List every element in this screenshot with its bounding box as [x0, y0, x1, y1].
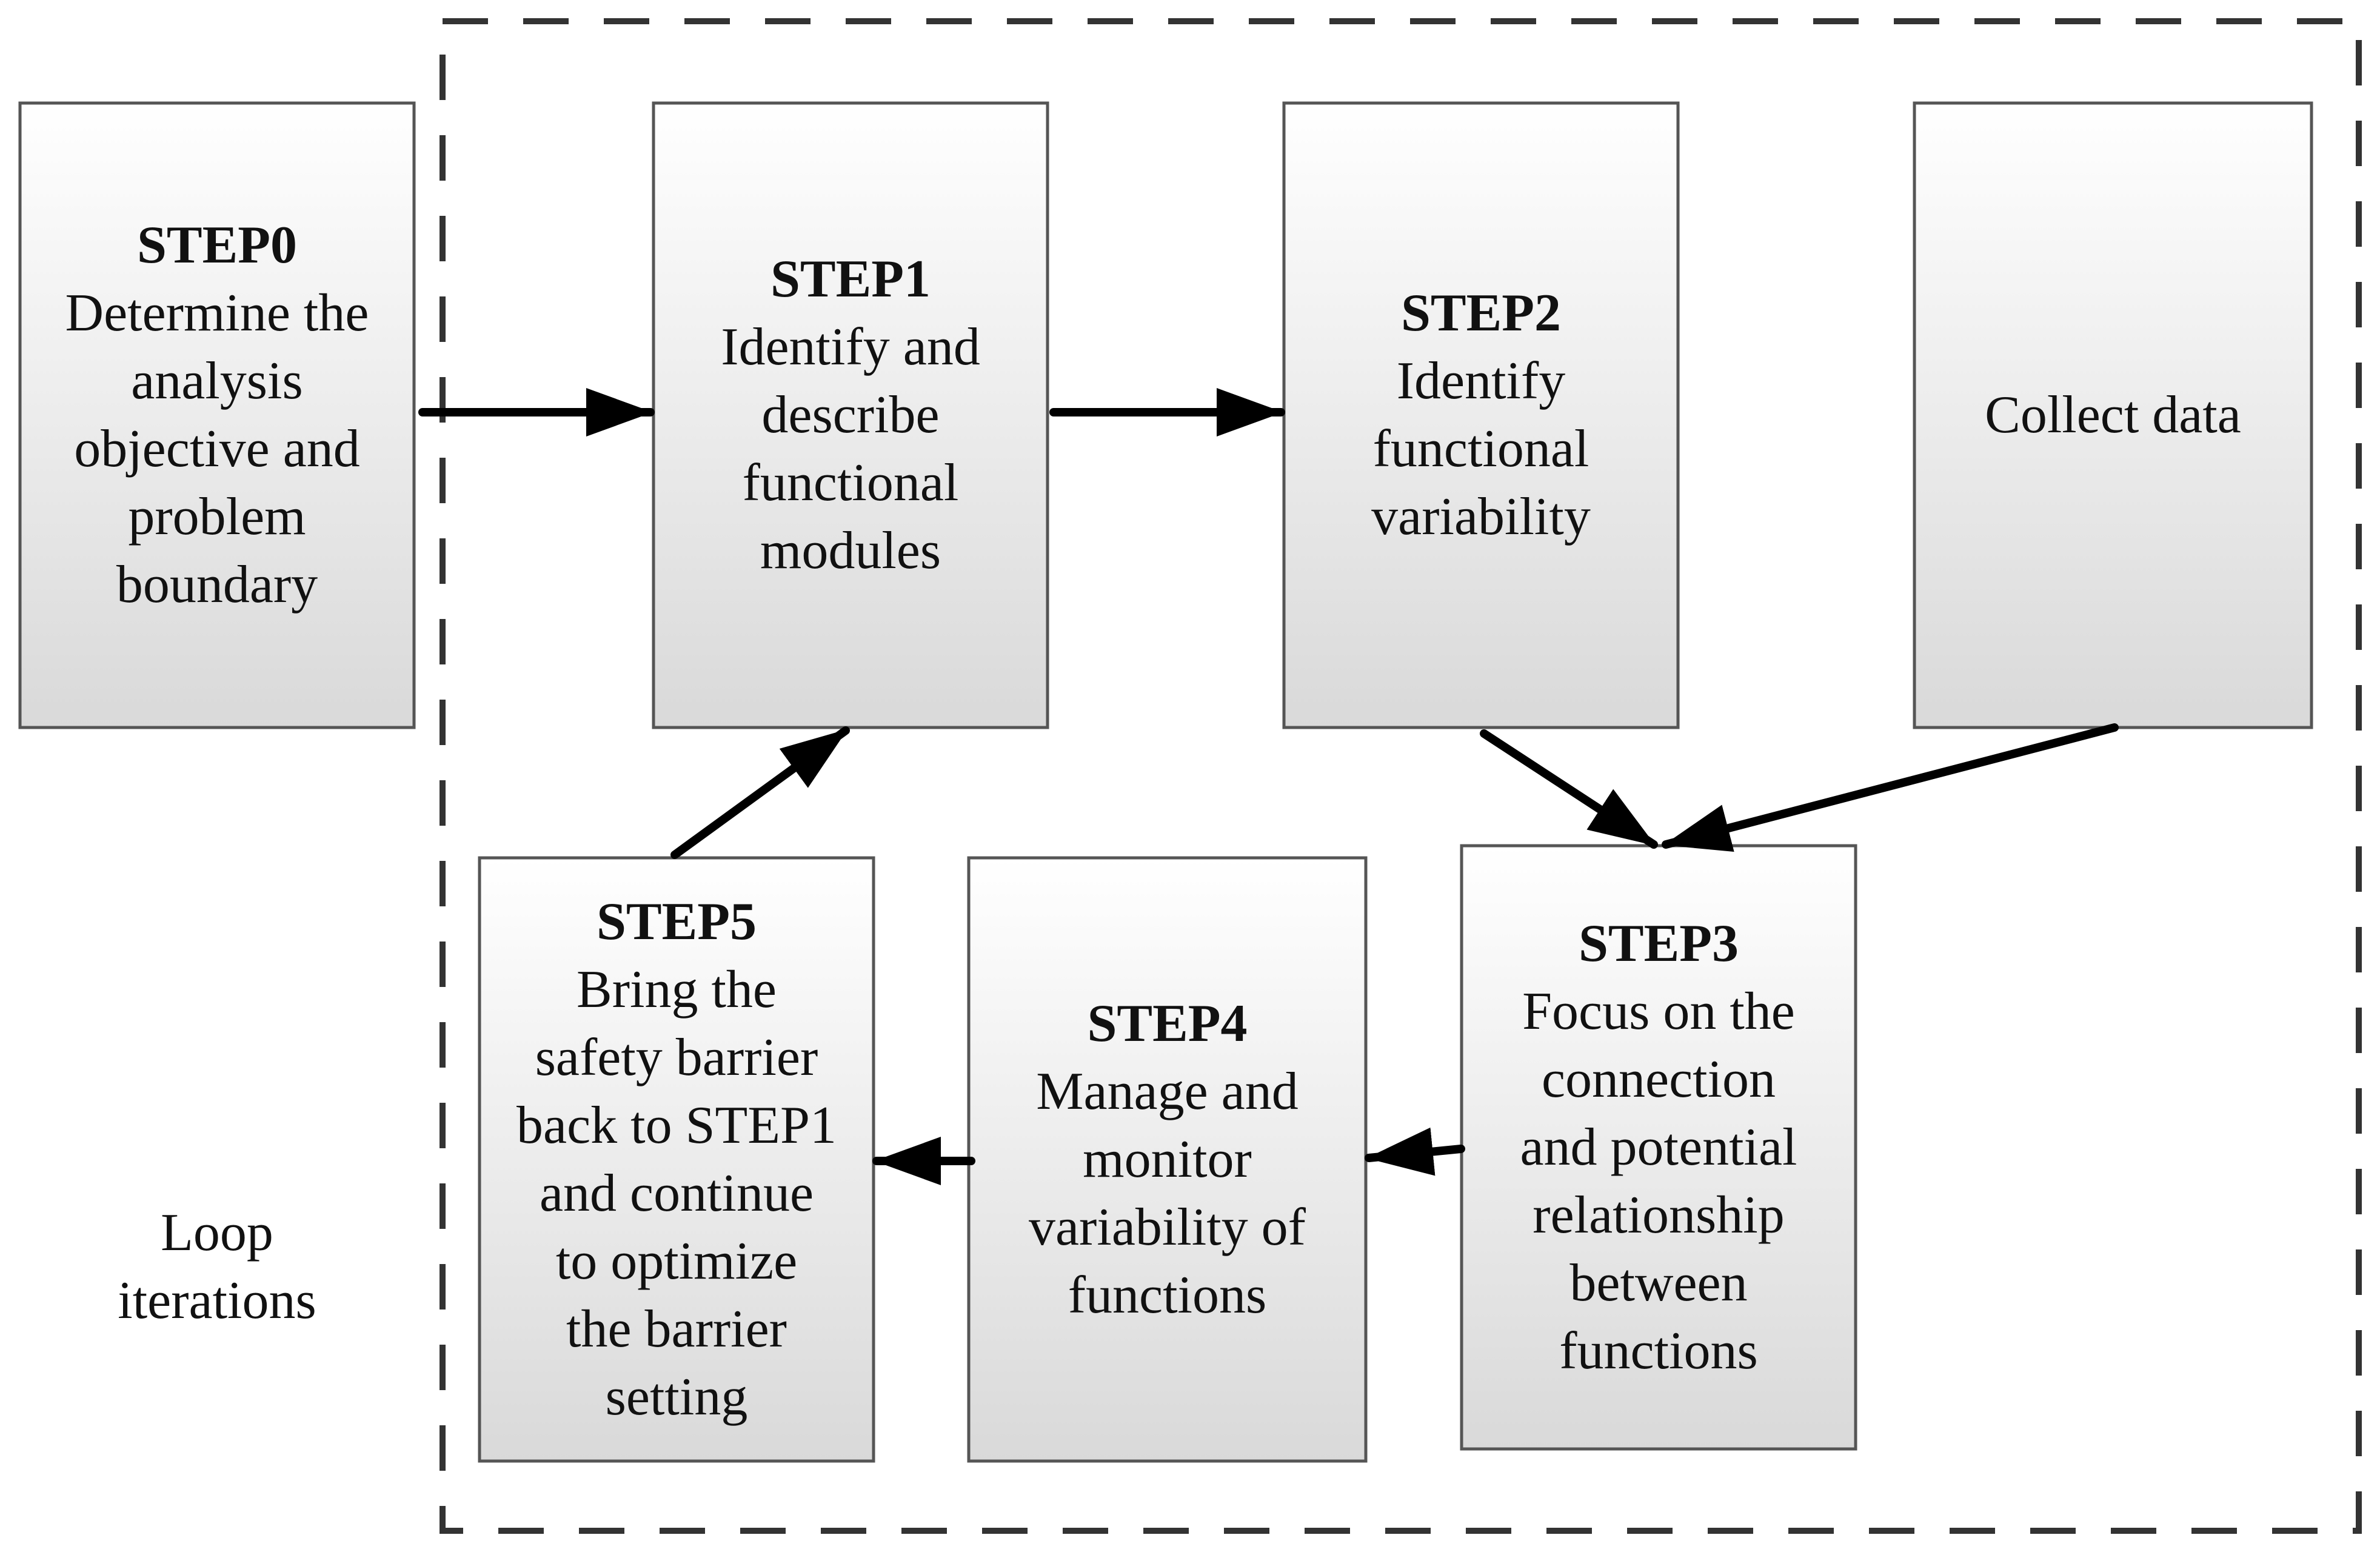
loop-label-line: Loop: [161, 1203, 273, 1262]
step2-line: functional: [1372, 420, 1589, 478]
step0-line: analysis: [131, 352, 303, 410]
step0-line: objective and: [74, 420, 360, 478]
step5-line: back to STEP1: [516, 1095, 837, 1155]
step1-label: STEP1 Identify and describe functional m…: [653, 103, 1048, 728]
collect-data-label: Collect data: [1914, 103, 2311, 728]
step0-line: boundary: [116, 555, 318, 614]
step4-line: monitor: [1083, 1129, 1252, 1189]
step2-line: Identify: [1396, 352, 1566, 410]
step1-line: describe: [761, 386, 940, 444]
step4-line: Manage and: [1036, 1062, 1299, 1121]
step5-title: STEP5: [596, 892, 757, 951]
collect-data-box: [1913, 101, 2313, 729]
step0-line: Determine the: [65, 284, 369, 343]
step0-label: STEP0 Determine the analysis objective a…: [20, 103, 414, 728]
step2-box: [1282, 101, 1680, 729]
step3-line: between: [1569, 1253, 1748, 1313]
step1-title: STEP1: [770, 250, 931, 309]
step4-title: STEP4: [1087, 994, 1248, 1053]
loop-iterations-label: Loop iterations: [35, 1188, 399, 1346]
step0-line: problem: [128, 487, 306, 546]
step2-title: STEP2: [1400, 284, 1562, 343]
step5-line: safety barrier: [535, 1028, 818, 1087]
step4-label: STEP4 Manage and monitor variability of …: [969, 858, 1366, 1461]
step3-line: relationship: [1533, 1185, 1785, 1245]
step3-line: and potential: [1520, 1117, 1797, 1177]
step3-line: functions: [1559, 1321, 1758, 1380]
step5-line: to optimize: [555, 1231, 798, 1291]
arrow-step5-to-step1: [670, 726, 850, 859]
step2-line: variability: [1371, 487, 1591, 546]
step1-line: modules: [760, 521, 941, 580]
step3-box: [1460, 844, 1857, 1451]
collect-data-text: Collect data: [1985, 386, 2241, 444]
step3-title: STEP3: [1578, 914, 1739, 973]
step1-line: functional: [742, 453, 959, 512]
step1-box: [652, 101, 1049, 729]
step4-line: functions: [1068, 1265, 1267, 1325]
step4-box: [967, 856, 1368, 1463]
arrow-step2-to-step3: [1480, 729, 1658, 849]
step1-line: Identify and: [721, 318, 980, 376]
step3-label: STEP3 Focus on the connection and potent…: [1462, 846, 1856, 1449]
loop-label-line: iterations: [118, 1271, 316, 1330]
step0-title: STEP0: [136, 216, 298, 275]
step3-line: Focus on the: [1522, 982, 1795, 1041]
step3-line: connection: [1541, 1049, 1776, 1109]
step5-line: Bring the: [577, 960, 777, 1019]
arrow-step3-to-step4: [1365, 1127, 1465, 1176]
step5-line: setting: [605, 1367, 748, 1427]
step4-line: variability of: [1029, 1197, 1306, 1257]
arrow-collect-data-to-step3: [1662, 723, 2119, 852]
step2-label: STEP2 Identify functional variability: [1284, 103, 1678, 728]
step5-line: the barrier: [566, 1299, 787, 1359]
step5-label: STEP5 Bring the safety barrier back to S…: [480, 858, 874, 1461]
step5-line: and continue: [539, 1163, 814, 1223]
step0-box: [18, 101, 416, 729]
loop-boundary-frame: [440, 18, 2362, 1534]
